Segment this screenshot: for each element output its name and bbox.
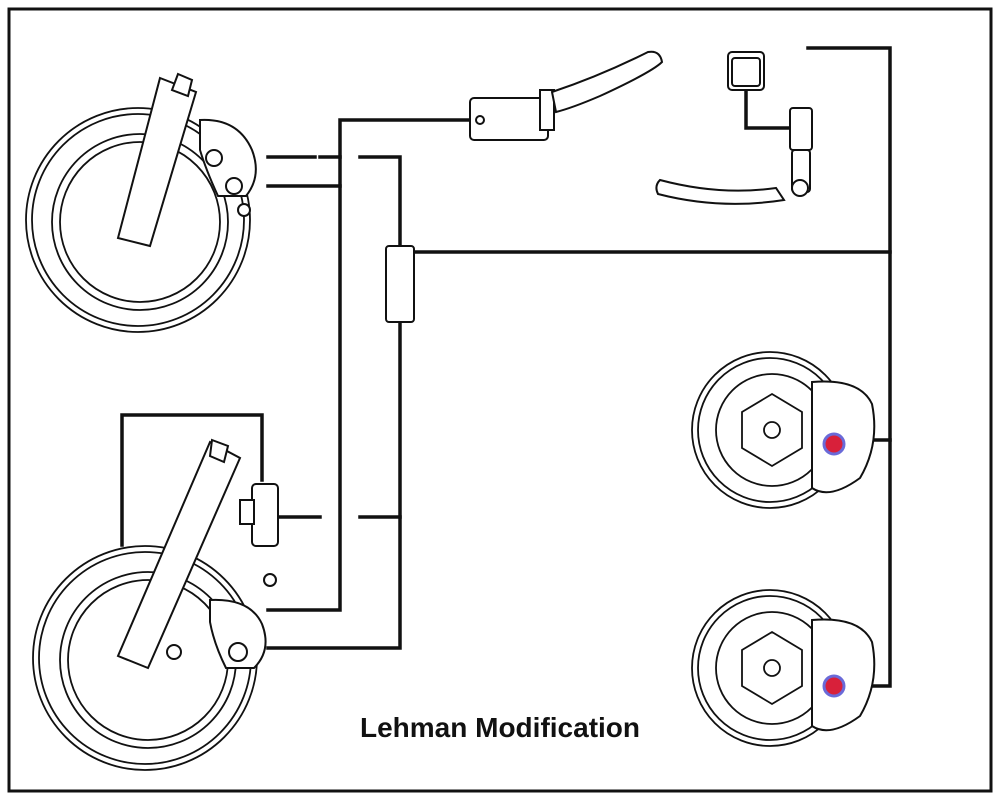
foot-brake-master-cylinder [655, 51, 813, 205]
rear-caliper-highlight-lower [822, 674, 846, 698]
hand-lever-master-cylinder [469, 50, 664, 141]
brake-lines [120, 46, 892, 688]
front-left-lower-wheel [32, 438, 279, 771]
diagram-caption: Lehman Modification [360, 712, 640, 743]
rear-brake-disc-upper [691, 351, 876, 509]
rear-caliper-highlight-upper [822, 432, 846, 456]
front-left-upper-wheel [25, 72, 257, 333]
diagram-frame [7, 7, 993, 793]
rear-brake-disc-lower [691, 589, 876, 747]
proportioning-valve [385, 245, 415, 323]
